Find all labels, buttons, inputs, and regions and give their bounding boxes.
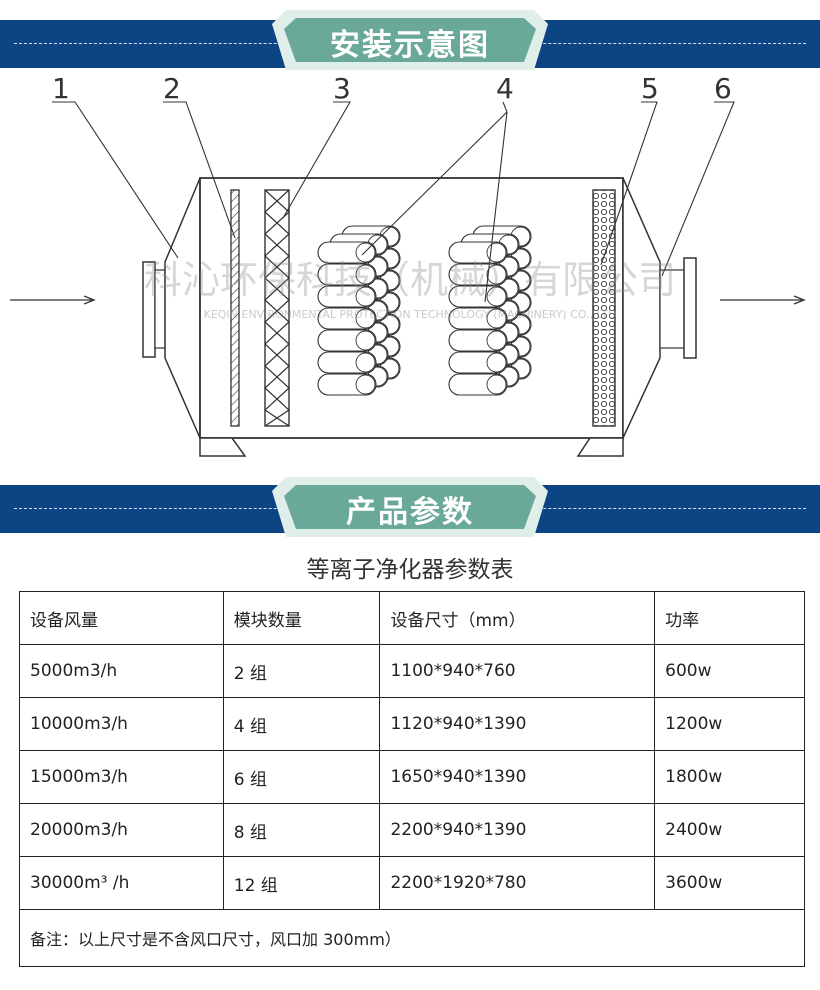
outlet-hood <box>622 177 661 439</box>
callout-4: 4 <box>496 72 514 105</box>
plasma-tube <box>317 329 377 352</box>
plasma-tube <box>317 263 377 286</box>
outlet-arrow <box>720 295 806 305</box>
banner-tab: 产品参数 <box>272 477 548 537</box>
plasma-tube <box>317 307 377 330</box>
watermark-en: KEQIN ENVIRONMENTAL PROTECTION TECHNOLOG… <box>204 308 617 321</box>
tube-end <box>355 286 376 307</box>
table-note: 备注：以上尺寸是不含风口尺寸，风口加 300mm） <box>19 909 805 967</box>
header-size: 设备尺寸（mm） <box>379 591 656 645</box>
cell-size: 2200*940*1390 <box>379 803 656 857</box>
callout-1: 1 <box>52 72 70 105</box>
install-diagram-title: 安装示意图 <box>330 28 490 63</box>
right-leg <box>576 437 624 457</box>
callout-2: 2 <box>163 72 181 105</box>
cell-modules: 4 组 <box>222 697 381 751</box>
cell-airflow: 5000m3/h <box>19 644 224 698</box>
plasma-tube <box>317 351 377 374</box>
callout-3: 3 <box>333 72 351 105</box>
cell-size: 1120*940*1390 <box>379 697 656 751</box>
tube-end <box>355 352 376 373</box>
table-row: 5000m3/h 2 组 1100*940*760 600w <box>19 644 805 698</box>
cell-airflow: 15000m3/h <box>19 750 224 804</box>
plasma-tube <box>448 329 508 352</box>
cell-size: 2200*1920*780 <box>379 856 656 910</box>
cell-size: 1100*940*760 <box>379 644 656 698</box>
tube-end <box>486 352 507 373</box>
outlet-flange <box>683 257 697 359</box>
table-row: 20000m3/h 8 组 2200*940*1390 2400w <box>19 803 805 857</box>
cell-power: 2400w <box>654 803 805 857</box>
table-row: 10000m3/h 4 组 1120*940*1390 1200w <box>19 697 805 751</box>
inlet-arrow <box>10 295 96 305</box>
table-header-row: 设备风量 模块数量 设备尺寸（mm） 功率 <box>19 591 805 645</box>
cell-power: 3600w <box>654 856 805 910</box>
plasma-tube <box>448 351 508 374</box>
cell-modules: 8 组 <box>222 803 381 857</box>
primary-filter <box>230 189 240 427</box>
plasma-tube <box>317 285 377 308</box>
pleated-filter <box>264 189 290 427</box>
watermark-cn: 科沁环保科技（机械）有限公司 <box>144 258 676 302</box>
header-airflow: 设备风量 <box>19 591 224 645</box>
cell-airflow: 10000m3/h <box>19 697 224 751</box>
plasma-tube <box>317 373 377 396</box>
tube-end <box>355 330 376 351</box>
product-params-title: 产品参数 <box>346 495 474 530</box>
table-note-row: 备注：以上尺寸是不含风口尺寸，风口加 300mm） <box>19 909 805 967</box>
tube-end <box>355 308 376 329</box>
table-title: 等离子净化器参数表 <box>306 557 514 583</box>
table-row: 15000m3/h 6 组 1650*940*1390 1800w <box>19 750 805 804</box>
callout-6: 6 <box>714 72 732 105</box>
plasma-tube <box>448 285 508 308</box>
tube-end <box>355 374 376 395</box>
table-row: 30000m³ /h 12 组 2200*1920*780 3600w <box>19 856 805 910</box>
cell-modules: 12 组 <box>222 856 381 910</box>
plasma-module-left <box>317 225 401 396</box>
cell-airflow: 30000m³ /h <box>19 856 224 910</box>
plasma-tube <box>448 307 508 330</box>
tube-end <box>486 330 507 351</box>
banner-tab: 安装示意图 <box>272 10 548 70</box>
adsorption-filter <box>592 189 616 427</box>
plasma-tube <box>448 373 508 396</box>
install-diagram-banner: 安装示意图 <box>0 10 820 70</box>
cell-power: 600w <box>654 644 805 698</box>
plasma-tube <box>317 241 377 264</box>
cell-size: 1650*940*1390 <box>379 750 656 804</box>
inlet-hood <box>164 177 201 439</box>
tube-end <box>486 308 507 329</box>
plasma-module-right <box>448 225 532 396</box>
tube-end <box>486 286 507 307</box>
cell-modules: 2 组 <box>222 644 381 698</box>
plasma-tube <box>448 241 508 264</box>
cell-power: 1200w <box>654 697 805 751</box>
plasma-tube <box>448 263 508 286</box>
tube-end <box>486 242 507 263</box>
callout-5: 5 <box>641 72 659 105</box>
left-leg <box>199 437 247 457</box>
cell-airflow: 20000m3/h <box>19 803 224 857</box>
leader-lines <box>52 101 735 303</box>
header-modules: 模块数量 <box>222 591 381 645</box>
tube-end <box>486 374 507 395</box>
purifier-diagram: 1 2 3 4 5 6 科沁环保科技（机械）有限公司 KEQIN ENVIRON… <box>10 72 806 457</box>
header-power: 功率 <box>654 591 805 645</box>
cell-power: 1800w <box>654 750 805 804</box>
tube-end <box>355 242 376 263</box>
tube-end <box>486 264 507 285</box>
tube-end <box>355 264 376 285</box>
params-table: 设备风量 模块数量 设备尺寸（mm） 功率 5000m3/h 2 组 1100*… <box>19 591 805 967</box>
product-params-banner: 产品参数 <box>0 477 820 537</box>
cell-modules: 6 组 <box>222 750 381 804</box>
